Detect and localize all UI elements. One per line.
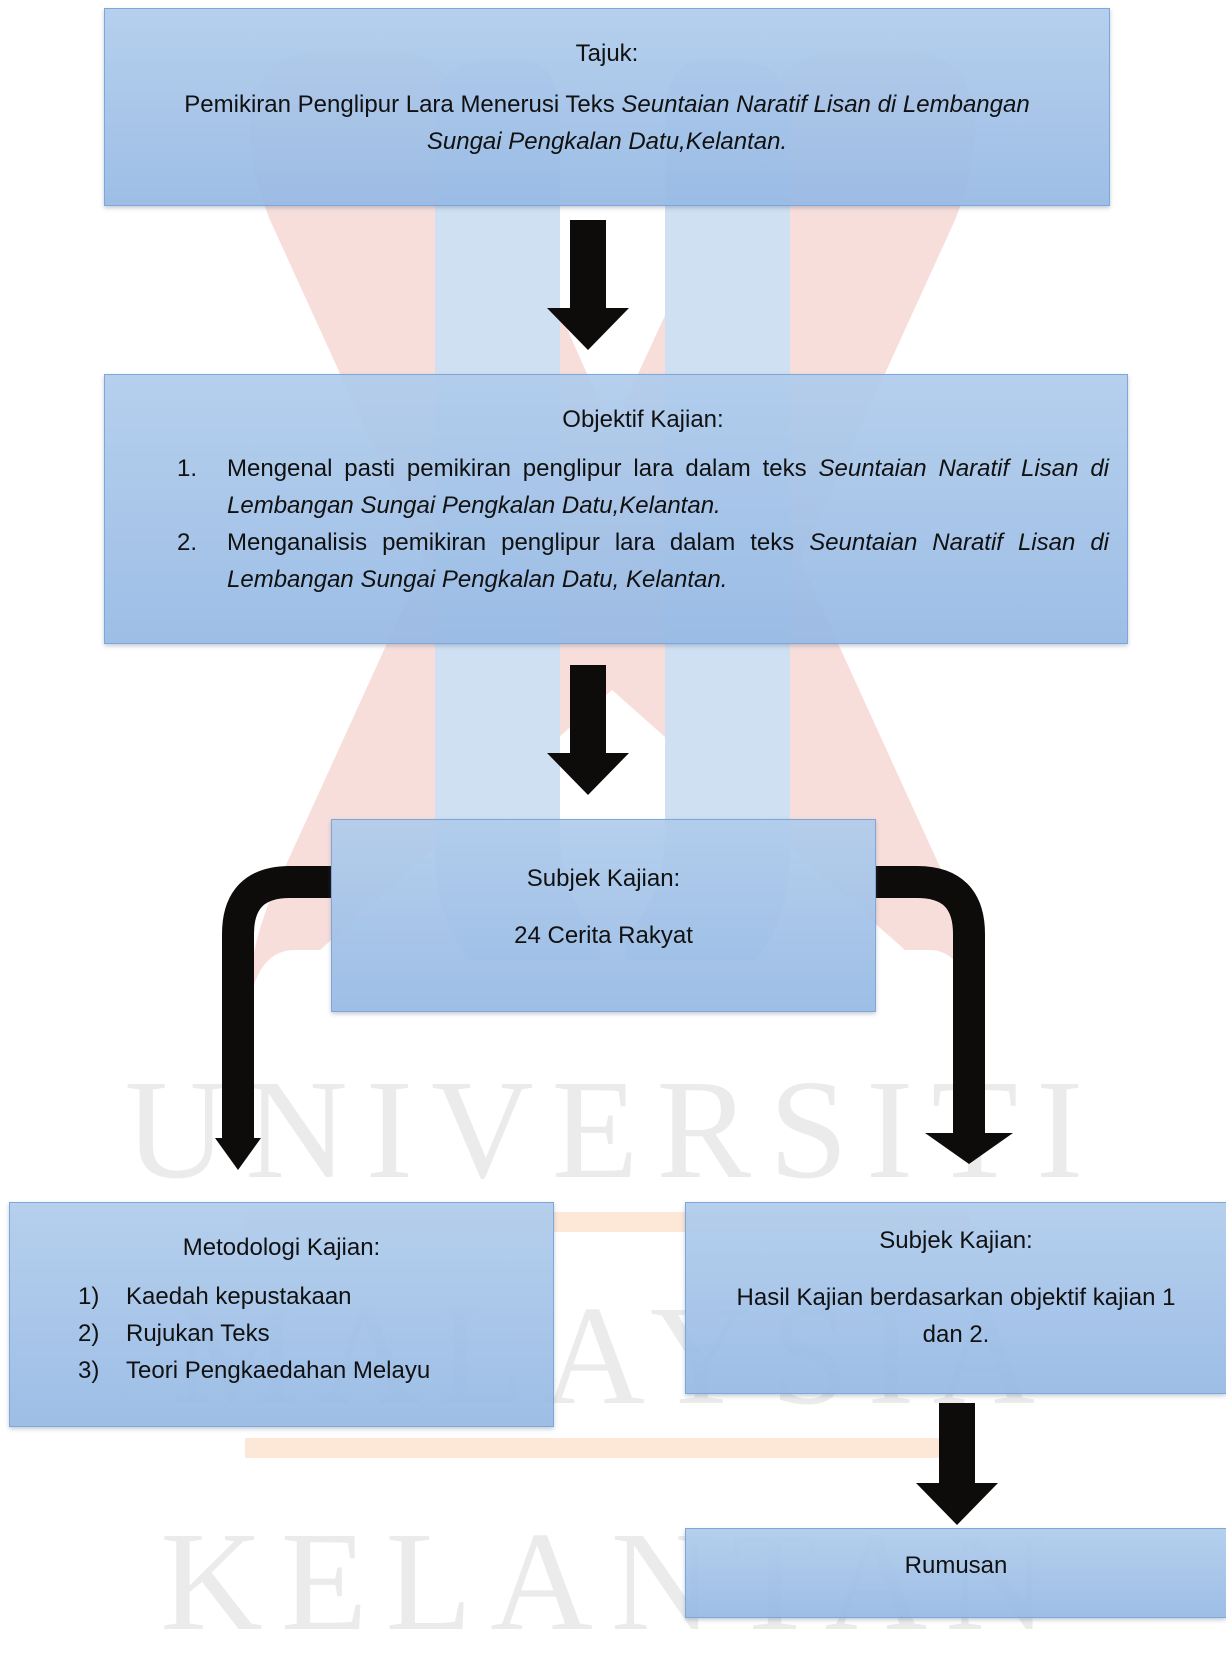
tajuk-text-normal: Pemikiran Penglipur Lara Menerusi Teks xyxy=(184,91,622,118)
down-arrow-3 xyxy=(916,1403,998,1525)
tajuk-text: Pemikiran Penglipur Lara Menerusi Teks S… xyxy=(145,86,1069,160)
objektif-list: 1. Mengenal pasti pemikiran penglipur la… xyxy=(177,450,1109,598)
metodologi-item-1-label: Kaedah kepustakaan xyxy=(126,1283,352,1310)
metodologi-list: 1) Kaedah kepustakaan 2) Rujukan Teks 3)… xyxy=(78,1278,533,1389)
hasil-text: Hasil Kajian berdasarkan objektif kajian… xyxy=(736,1284,1176,1348)
down-arrow-2 xyxy=(547,665,629,795)
tajuk-heading: Tajuk: xyxy=(575,40,639,67)
objektif-item-2-normal: Menganalisis pemikiran penglipur lara da… xyxy=(227,529,810,556)
objektif-item-2-italic: Seuntaian Naratif Lisan di Lembangan Sun… xyxy=(227,529,1110,593)
bent-arrow-left-head xyxy=(215,1138,261,1170)
bent-arrow-left xyxy=(222,866,331,1140)
hasil-box: Subjek Kajian: Hasil Kajian berdasarkan … xyxy=(685,1202,1226,1394)
metodologi-item-3-label: Teori Pengkaedahan Melayu xyxy=(126,1357,431,1384)
metodologi-box: Metodologi Kajian: 1) Kaedah kepustakaan… xyxy=(9,1202,554,1427)
metodologi-item-2-label: Rujukan Teks xyxy=(126,1320,270,1347)
rumusan-box: Rumusan xyxy=(685,1528,1226,1618)
hasil-heading: Subjek Kajian: xyxy=(879,1227,1033,1254)
objektif-box: Objektif Kajian: 1. Mengenal pasti pemik… xyxy=(104,374,1128,644)
objektif-item-1-normal: Mengenal pasti pemikiran penglipur lara … xyxy=(227,455,819,482)
objektif-item-1-italic: Seuntaian Naratif Lisan di Lembangan Sun… xyxy=(227,455,1109,519)
objektif-item-1: 1. Mengenal pasti pemikiran penglipur la… xyxy=(177,450,1109,524)
subjek-box: Subjek Kajian: 24 Cerita Rakyat xyxy=(331,819,876,1012)
rumusan-heading: Rumusan xyxy=(904,1552,1008,1579)
subjek-heading: Subjek Kajian: xyxy=(526,865,681,892)
objektif-item-1-num: 1. xyxy=(177,455,198,482)
metodologi-item-1-num: 1) xyxy=(78,1283,100,1310)
metodologi-item-2: 2) Rujukan Teks xyxy=(78,1315,533,1352)
subjek-text: 24 Cerita Rakyat xyxy=(514,922,693,949)
metodologi-item-2-num: 2) xyxy=(78,1320,100,1347)
objektif-heading: Objektif Kajian: xyxy=(562,406,724,433)
metodologi-item-1: 1) Kaedah kepustakaan xyxy=(78,1278,533,1315)
bent-arrow-right xyxy=(876,866,985,1135)
arrows-layer xyxy=(215,220,1013,1525)
metodologi-item-3: 3) Teori Pengkaedahan Melayu xyxy=(78,1352,533,1389)
objektif-item-2: 2. Menganalisis pemikiran penglipur lara… xyxy=(177,524,1109,598)
metodologi-heading: Metodologi Kajian: xyxy=(182,1234,381,1261)
tajuk-text-italic: Seuntaian Naratif Lisan di Lembangan Sun… xyxy=(426,91,1030,155)
metodologi-item-3-num: 3) xyxy=(78,1357,100,1384)
bent-arrow-right-head xyxy=(925,1133,1013,1164)
tajuk-box: Tajuk: Pemikiran Penglipur Lara Menerusi… xyxy=(104,8,1110,206)
objektif-item-2-num: 2. xyxy=(177,529,198,556)
down-arrow-1 xyxy=(547,220,629,350)
